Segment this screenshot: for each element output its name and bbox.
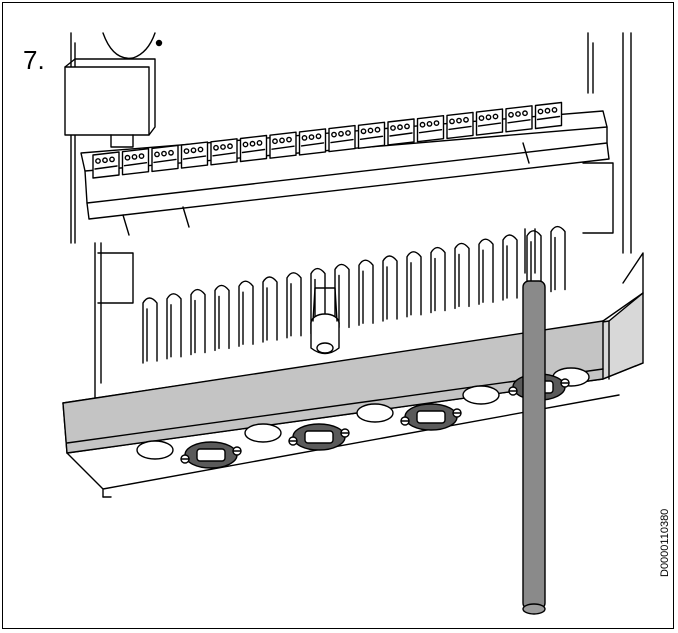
- guide-fin: [142, 297, 158, 364]
- guide-fin: [478, 238, 494, 305]
- cable-clamp: [288, 423, 350, 451]
- terminal-block: [92, 151, 120, 179]
- terminal-block: [387, 118, 415, 146]
- terminal-block: [210, 138, 238, 166]
- terminal-block-row: [92, 101, 563, 179]
- terminal-block: [151, 144, 179, 173]
- cable-clamp: [400, 403, 462, 431]
- terminal-block: [328, 124, 356, 153]
- installation-illustration: [62, 32, 644, 615]
- guide-fin: [334, 263, 350, 331]
- guide-fin: [262, 276, 278, 343]
- terminal-block: [475, 108, 504, 136]
- guide-fin: [430, 246, 446, 314]
- centre-clamp-screw: [310, 287, 340, 355]
- top-knob: [102, 32, 163, 59]
- guide-fin: [238, 280, 254, 347]
- terminal-block: [357, 121, 386, 149]
- guide-fin: [214, 284, 230, 352]
- guide-fin: [190, 288, 206, 356]
- terminal-block: [239, 134, 268, 163]
- terminal-block: [121, 148, 150, 176]
- terminal-block: [298, 128, 327, 156]
- guide-fin: [382, 255, 398, 322]
- terminal-block: [446, 111, 474, 140]
- guide-fin: [550, 225, 566, 293]
- guide-fin: [406, 251, 422, 318]
- cable-tray-icon: [62, 252, 644, 498]
- control-module-icon: [64, 58, 156, 148]
- terminal-block: [534, 101, 563, 130]
- guide-fin: [454, 242, 470, 310]
- terminal-block: [180, 141, 209, 169]
- terminal-block: [416, 115, 445, 143]
- guide-fin: [502, 234, 518, 301]
- step-number: 7.: [23, 45, 45, 75]
- guide-fin: [286, 272, 302, 339]
- cable-clamp: [180, 441, 242, 469]
- guide-fin: [166, 293, 182, 360]
- terminal-block: [269, 131, 297, 159]
- terminal-block: [505, 105, 533, 133]
- cable-guide-fins: [142, 225, 566, 364]
- guide-fin: [358, 259, 374, 326]
- cable-icon: [522, 228, 546, 615]
